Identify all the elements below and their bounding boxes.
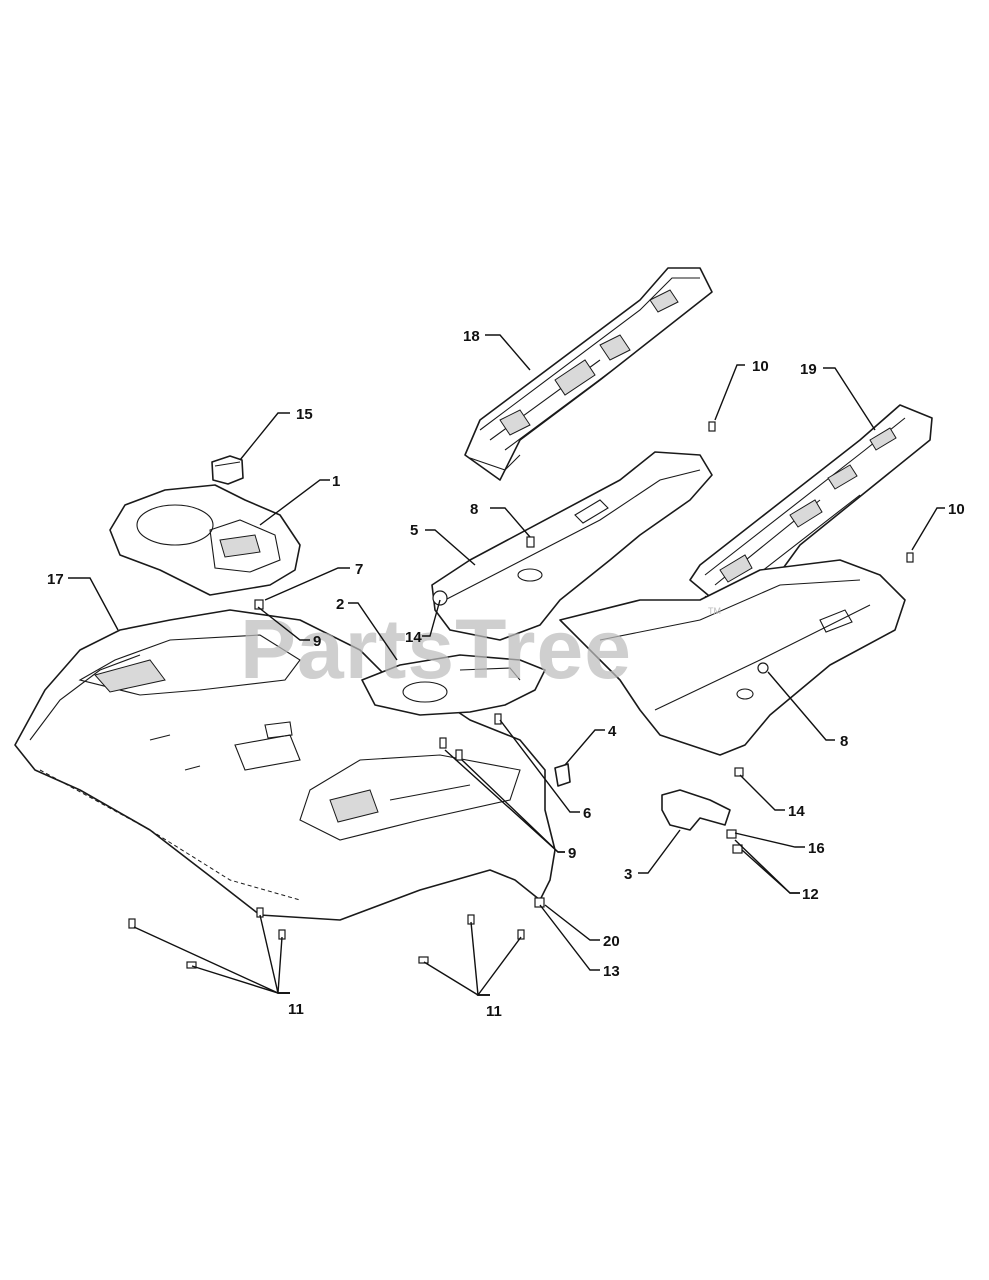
callout-20[interactable]: 20 bbox=[603, 933, 620, 950]
callout-5[interactable]: 5 bbox=[410, 522, 418, 539]
callout-17[interactable]: 17 bbox=[47, 571, 64, 588]
callout-labels: 18 10 19 15 1 8 5 10 17 7 2 9 14 4 8 6 1… bbox=[47, 328, 965, 1020]
callout-15[interactable]: 15 bbox=[296, 406, 313, 423]
right-floor-plate[interactable] bbox=[559, 559, 906, 756]
part-10-screw-right bbox=[906, 552, 914, 563]
callout-11-right[interactable]: 11 bbox=[486, 1003, 502, 1020]
callout-14-upper[interactable]: 14 bbox=[405, 629, 422, 646]
part-11-screw-7 bbox=[517, 929, 525, 940]
part-14-bushing bbox=[432, 590, 448, 606]
part-17-fender-deck[interactable] bbox=[14, 609, 556, 921]
part-18-floor-mat[interactable] bbox=[464, 267, 713, 481]
part-8-screw-upper bbox=[526, 536, 535, 548]
part-3-bracket[interactable] bbox=[661, 789, 731, 831]
callout-3[interactable]: 3 bbox=[624, 866, 632, 883]
callout-10-right[interactable]: 10 bbox=[948, 501, 965, 518]
hardware-parts bbox=[128, 421, 914, 969]
callout-12[interactable]: 12 bbox=[802, 886, 819, 903]
callout-6[interactable]: 6 bbox=[583, 805, 591, 822]
watermark-trademark: TM bbox=[708, 606, 721, 616]
callout-13[interactable]: 13 bbox=[603, 963, 620, 980]
callout-9-left[interactable]: 9 bbox=[313, 633, 321, 650]
part-14-bushing-right bbox=[734, 767, 744, 777]
callout-9-lower[interactable]: 9 bbox=[568, 845, 576, 862]
part-9-screw-a bbox=[439, 737, 447, 749]
part-4-clip[interactable] bbox=[554, 763, 571, 787]
callout-19[interactable]: 19 bbox=[800, 361, 817, 378]
part-11-screw-1 bbox=[128, 918, 136, 929]
part-12-screw bbox=[732, 844, 743, 854]
callout-8-upper[interactable]: 8 bbox=[470, 501, 478, 518]
part-7-screw bbox=[254, 599, 264, 610]
part-11-screw-2 bbox=[186, 961, 197, 969]
callout-16[interactable]: 16 bbox=[808, 840, 825, 857]
callout-4[interactable]: 4 bbox=[608, 723, 617, 740]
part-15-knob[interactable] bbox=[211, 455, 244, 485]
callout-10-upper[interactable]: 10 bbox=[752, 358, 769, 375]
part-1-dash-panel[interactable] bbox=[109, 484, 301, 596]
part-6-screw bbox=[494, 713, 502, 725]
leader-lines bbox=[68, 334, 945, 996]
callout-11-left[interactable]: 11 bbox=[288, 1001, 304, 1018]
callout-1[interactable]: 1 bbox=[332, 473, 340, 490]
part-10-screw-upper bbox=[708, 421, 716, 432]
part-16-nut bbox=[726, 829, 737, 839]
callout-2[interactable]: 2 bbox=[336, 596, 344, 613]
callout-8-right[interactable]: 8 bbox=[840, 733, 848, 750]
part-9-screw-b bbox=[455, 749, 463, 761]
callout-7[interactable]: 7 bbox=[355, 561, 363, 578]
part-20-clip bbox=[534, 897, 545, 908]
part-11-screw-5 bbox=[418, 956, 429, 964]
callout-14-lower[interactable]: 14 bbox=[788, 803, 805, 820]
part-2-center-plate[interactable] bbox=[361, 654, 546, 716]
part-8-screw-right bbox=[757, 662, 769, 674]
part-5-floor-plate[interactable] bbox=[431, 451, 713, 641]
callout-18[interactable]: 18 bbox=[463, 328, 480, 345]
